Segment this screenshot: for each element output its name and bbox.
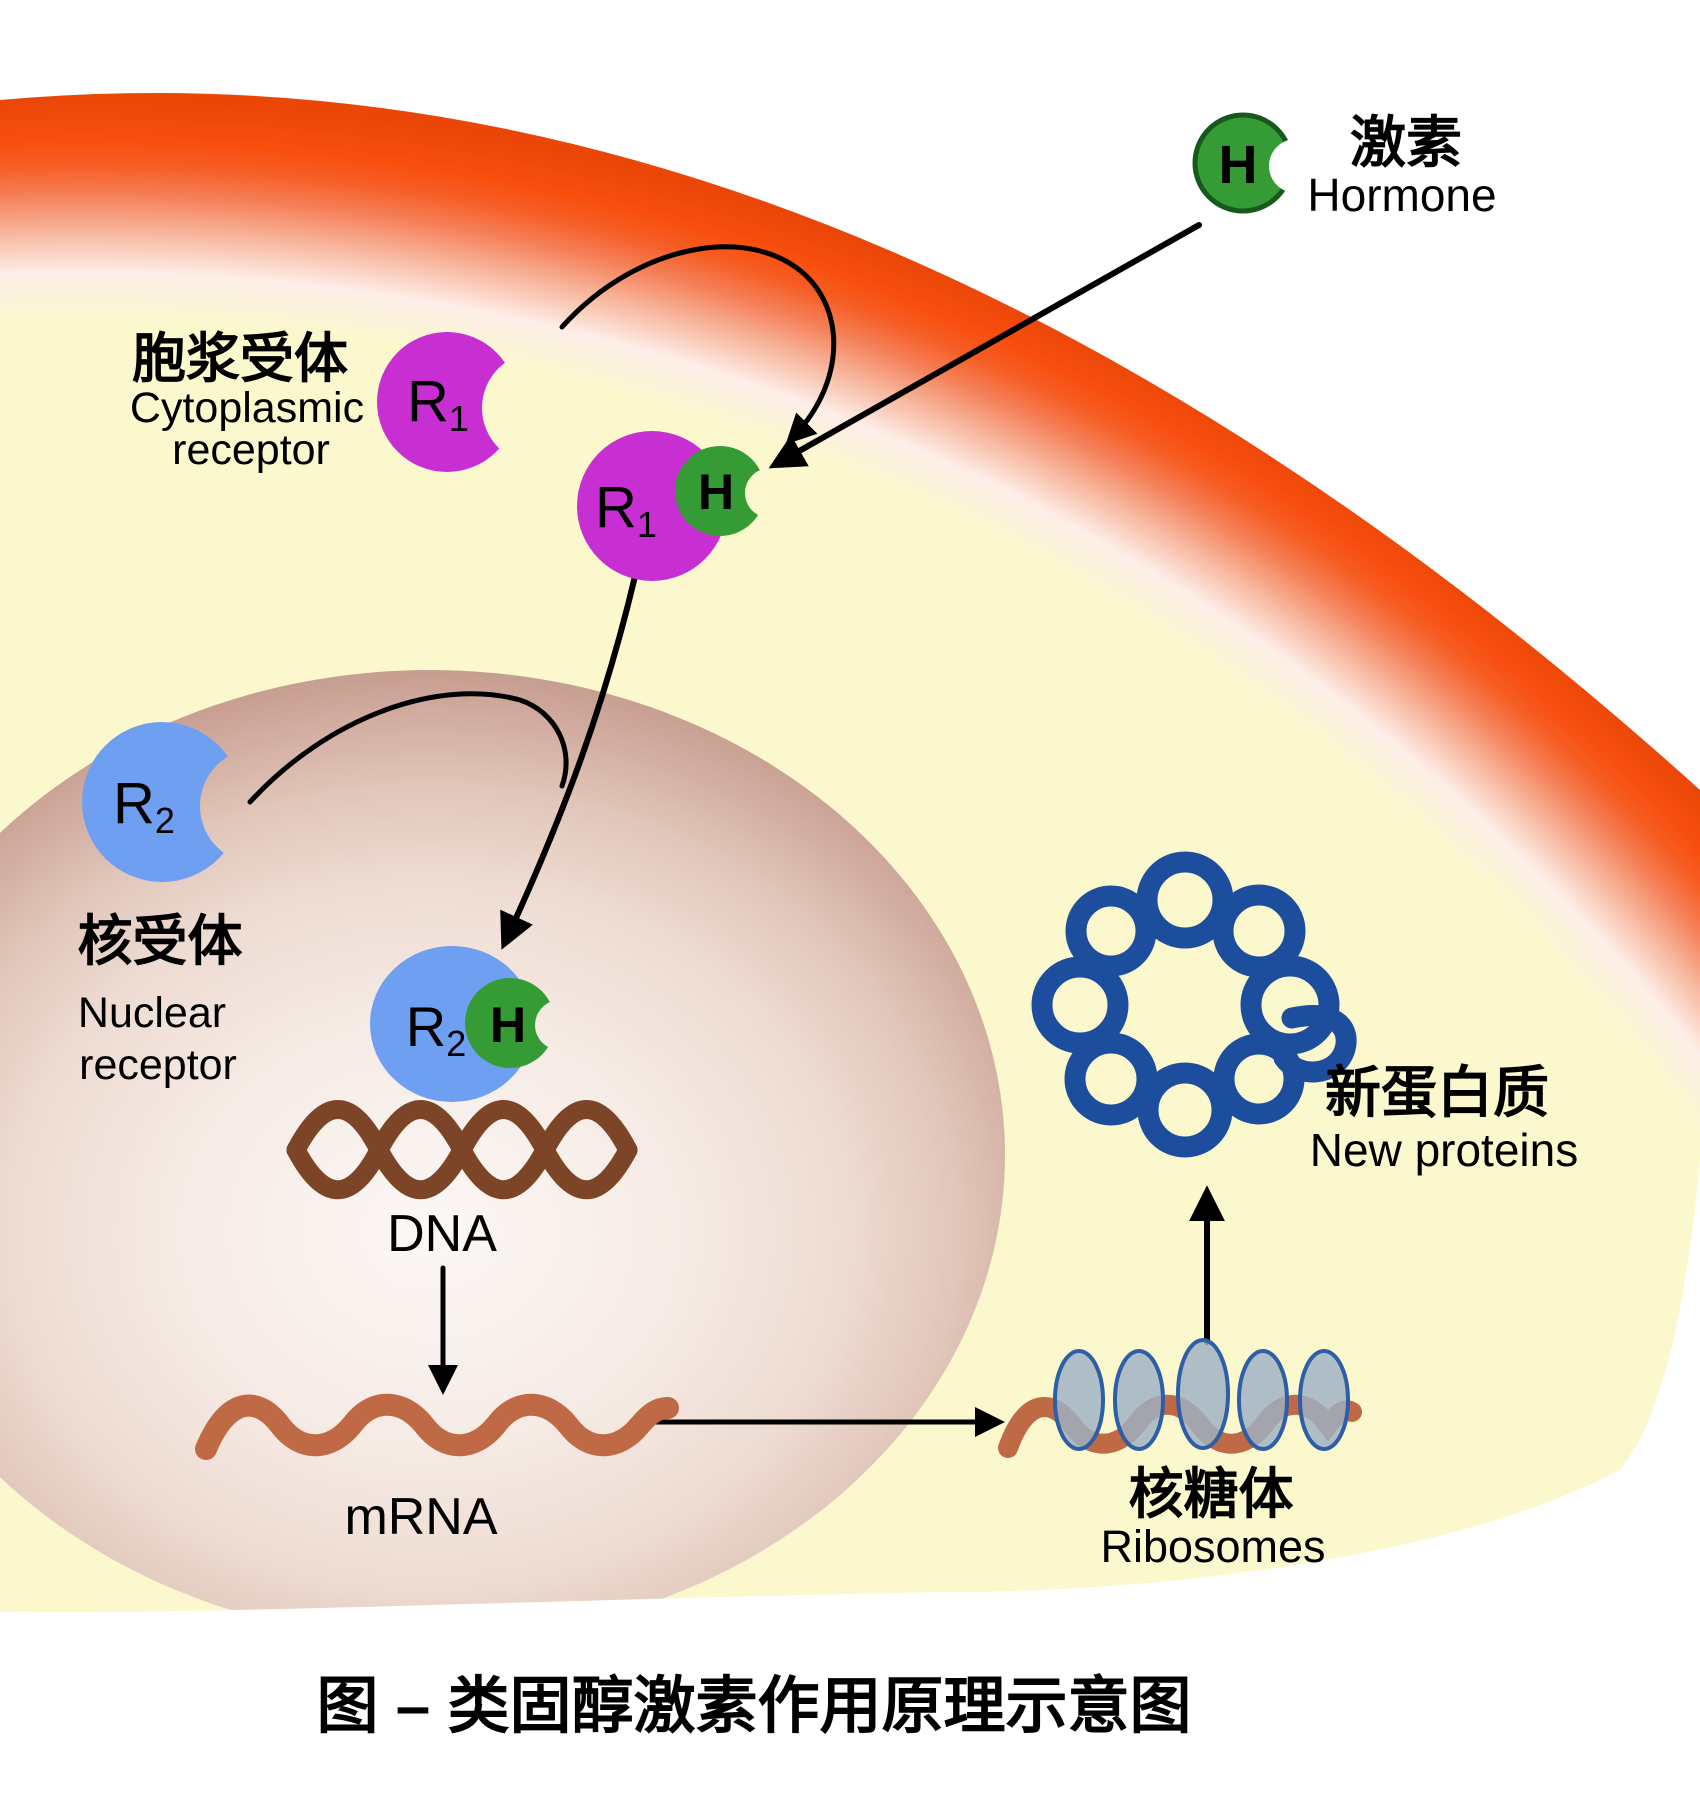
ribosomes-label-en: Ribosomes <box>1100 1521 1325 1572</box>
cytoplasmic-receptor-label-zh: 胞浆受体 <box>132 329 348 389</box>
nucleus <box>0 670 1005 1613</box>
cytoplasmic-receptor-label-en2: receptor <box>172 426 330 474</box>
ribosomes <box>1053 1338 1350 1451</box>
h1-complex-symbol: H <box>698 464 734 520</box>
mrna-strand <box>195 1393 679 1460</box>
ribosomes-label-zh: 核糖体 <box>1128 1463 1293 1525</box>
r1-complex-symbol: R1 <box>595 475 657 545</box>
nuclear-receptor-label-en2: receptor <box>79 1041 237 1089</box>
nuclear-receptor-r2 <box>82 722 242 882</box>
r2-hormone-complex <box>370 946 555 1102</box>
hormone-molecule <box>1192 112 1294 214</box>
arrow-receptor1-to-complex <box>559 244 837 445</box>
nuclear-receptor-label-zh: 核受体 <box>77 910 242 972</box>
new-protein-coil <box>1031 851 1357 1158</box>
cytoplasmic-receptor-label-en1: Cytoplasmic <box>130 384 364 432</box>
arrow-complex-to-nucleus <box>500 569 639 950</box>
curve-receptor2 <box>247 691 569 805</box>
arrow-hormone-to-complex <box>768 222 1202 469</box>
hormone-symbol: H <box>1219 135 1258 195</box>
nuclear-receptor-label-en1: Nuclear <box>78 989 226 1037</box>
mrna-label: mRNA <box>344 1488 497 1546</box>
r2-symbol: R2 <box>113 771 175 841</box>
arrows <box>247 222 1225 1437</box>
new-proteins-label-en: New proteins <box>1310 1124 1578 1176</box>
dna-helix <box>286 1100 638 1200</box>
r1-hormone-complex <box>577 431 765 581</box>
h2-complex-symbol: H <box>490 997 526 1053</box>
figure-caption: 图 – 类固醇激素作用原理示意图 <box>317 1672 1192 1741</box>
labels: H 激素 Hormone 胞浆受体 Cytoplasmic receptor R… <box>77 111 1578 1741</box>
hormone-label-zh: 激素 <box>1350 111 1462 174</box>
hormone-label-en: Hormone <box>1307 169 1496 221</box>
new-proteins-label-zh: 新蛋白质 <box>1325 1061 1549 1124</box>
r2-complex-symbol: R2 <box>406 995 466 1064</box>
r1-symbol: R1 <box>407 369 469 439</box>
cytoplasmic-receptor-r1 <box>377 332 517 472</box>
dna-label: DNA <box>387 1205 497 1263</box>
